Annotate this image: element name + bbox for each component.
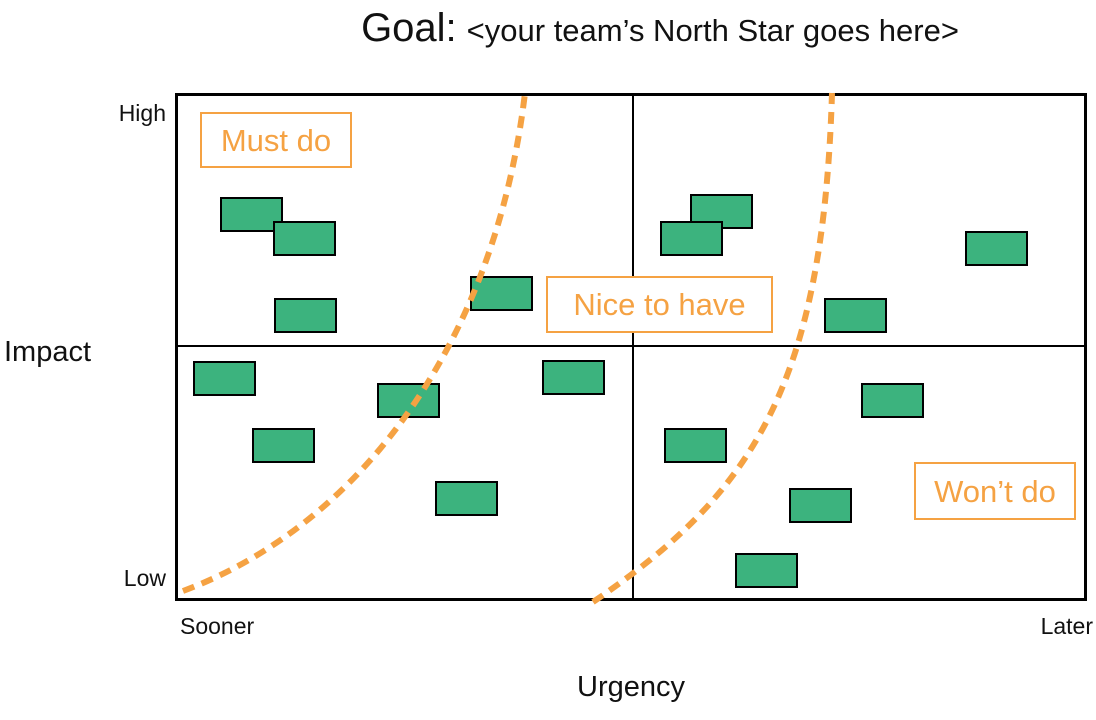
sticky-note <box>735 553 798 588</box>
sticky-note <box>252 428 315 463</box>
quadrant-label-must-do-text: Must do <box>220 122 332 158</box>
page-title: Goal: <your team’s North Star goes here> <box>195 6 1096 51</box>
sticky-note <box>470 276 533 311</box>
sticky-note <box>824 298 887 333</box>
y-axis-low-label: Low <box>123 565 166 591</box>
quadrant-label-must-do: Must do <box>200 112 352 168</box>
sticky-note <box>377 383 440 418</box>
sticky-note <box>664 428 727 463</box>
quadrant-label-nice-to-have: Nice to have <box>546 276 773 333</box>
sticky-note <box>789 488 852 523</box>
x-axis-later-label: Later <box>1040 613 1093 639</box>
x-axis-title: Urgency <box>577 671 685 703</box>
sticky-note <box>273 221 336 256</box>
sticky-note <box>542 360 605 395</box>
quadrant-label-wont-do-text: Won’t do <box>934 473 1056 509</box>
sticky-note <box>660 221 723 256</box>
y-axis-high-label: High <box>118 100 166 126</box>
y-axis-title: Impact <box>4 336 92 368</box>
quadrant-label-nice-to-have-text: Nice to have <box>573 287 746 322</box>
x-axis-sooner-label: Sooner <box>180 613 255 639</box>
sticky-note <box>965 231 1028 266</box>
goal-placeholder-text: <your team’s North Star goes here> <box>466 13 959 48</box>
goal-label: Goal: <box>361 6 457 50</box>
sticky-note <box>435 481 498 516</box>
sticky-note <box>274 298 337 333</box>
sticky-note <box>861 383 924 418</box>
quadrant-label-wont-do: Won’t do <box>914 462 1076 520</box>
sticky-note <box>193 361 256 396</box>
